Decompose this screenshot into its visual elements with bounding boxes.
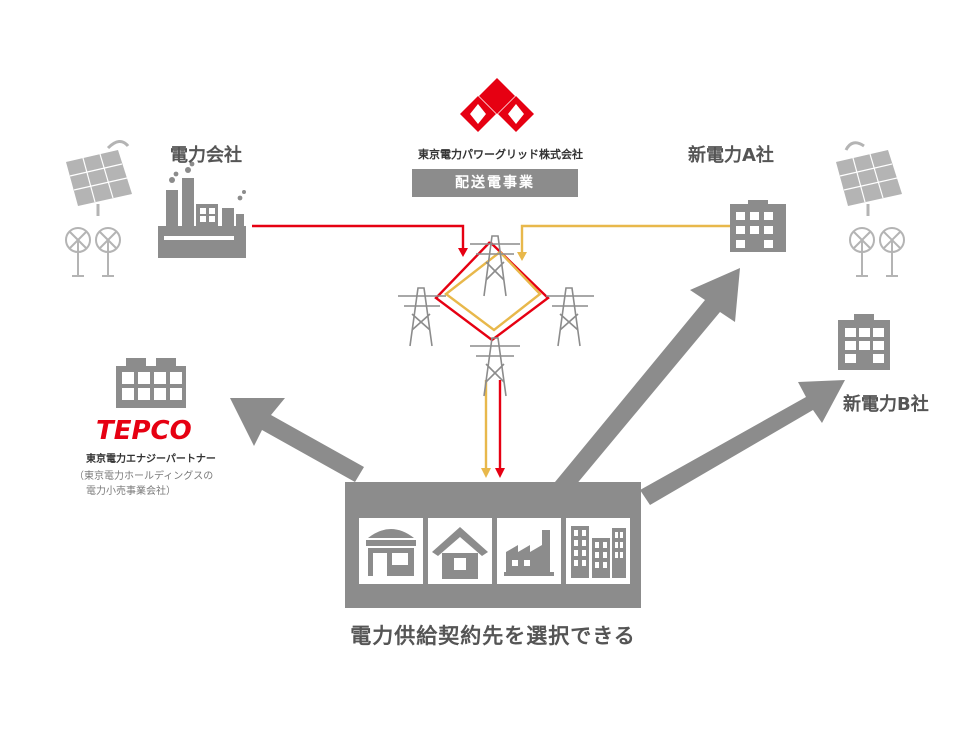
customer-choice-caption: 電力供給契約先を選択できる [350,624,636,648]
tepco-note-line2: 電力小売事業会社） [86,486,176,497]
solar-panel-right-icon [836,141,902,216]
transmission-tower-bottom [470,337,520,397]
grid-logo-icon [460,78,534,132]
red-arrowheads [458,248,505,478]
yellow-arrowheads [481,252,527,478]
new-power-a-building-icon [730,200,786,252]
arrow-to-new-power-a [555,268,740,486]
tepco-energy-partner-name: 東京電力エナジーパートナー [86,454,216,465]
house-icon [432,527,488,579]
wind-turbines-left-icon [65,227,121,277]
tepco-note-line1: （東京電力ホールディングスの [74,471,214,482]
new-power-b-label: 新電力B社 [843,394,929,415]
power-company-label: 電力会社 [170,145,242,166]
buildings-icon [571,526,626,578]
power-plant-factory-icon [158,161,246,258]
new-power-b-building-icon [838,314,890,370]
arrow-to-new-power-b [640,380,845,505]
tepco-logo: TEPCO [96,416,192,446]
shop-icon [366,529,416,576]
factory-icon [504,530,554,576]
new-power-a-label: 新電力A社 [688,145,774,166]
solar-panel-left-icon [66,140,132,216]
business-band: 配送電事業 [412,169,578,197]
transmission-tower-top [470,235,520,297]
arrow-to-tepco [230,398,364,482]
transmission-tower-left [398,287,446,347]
tepco-building-icon [116,358,186,408]
yellow-power-lines [444,224,730,470]
grid-company-name: 東京電力パワーグリッド株式会社 [418,148,583,161]
transmission-tower-right [546,287,594,347]
wind-turbines-right-icon [849,227,905,277]
